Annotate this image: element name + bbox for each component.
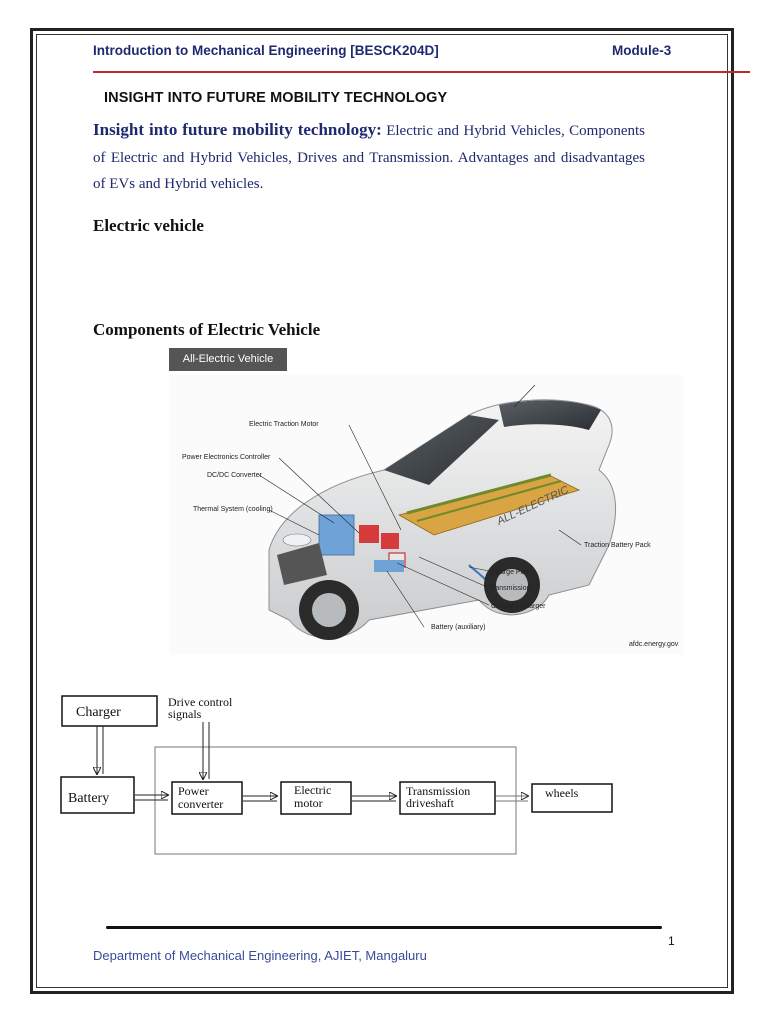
thermal-system xyxy=(318,514,355,556)
charger-label: Charger xyxy=(76,705,121,720)
section-title: INSIGHT INTO FUTURE MOBILITY TECHNOLOGY xyxy=(104,90,448,106)
power-electronics xyxy=(359,525,379,543)
ev-block-diagram: Charger Battery Drive control signals Po… xyxy=(60,695,613,855)
car-windshield xyxy=(384,415,499,485)
label-onboard-charger: Onboard Charger xyxy=(491,603,546,610)
electric-motor-line2: motor xyxy=(294,796,323,810)
car-figure-tag: All-Electric Vehicle xyxy=(169,348,287,371)
label-aux-battery: Battery (auxiliary) xyxy=(431,624,485,631)
header-module: Module-3 xyxy=(612,43,672,58)
battery-label: Battery xyxy=(68,791,109,806)
electric-motor-line1: Electric xyxy=(294,783,331,797)
label-battery-pack: Traction Battery Pack xyxy=(584,542,651,549)
page-number: 1 xyxy=(668,934,675,948)
header-course-title: Introduction to Mechanical Engineering [… xyxy=(93,43,439,58)
power-converter-block xyxy=(171,781,243,815)
label-thermal: Thermal System (cooling) xyxy=(193,506,273,513)
drive-control-line1: Drive control xyxy=(168,695,233,709)
transmission-line1: Transmission xyxy=(406,784,470,798)
dcdc-converter xyxy=(381,533,399,549)
figure-credit: afdc.energy.gov xyxy=(629,641,679,648)
heading-electric-vehicle: Electric vehicle xyxy=(93,216,204,235)
power-converter-line2: converter xyxy=(178,797,223,811)
footer-department: Department of Mechanical Engineering, AJ… xyxy=(93,948,427,963)
ev-components-illustration: ALL-ELECTRIC Electric Traction Motor Pow… xyxy=(169,375,684,655)
label-charge-port: Charge Port xyxy=(491,569,529,576)
transmission-line2: driveshaft xyxy=(406,796,455,810)
page-border-inner xyxy=(36,34,728,988)
label-traction-motor: Electric Traction Motor xyxy=(249,421,319,428)
intro-lead: Insight into future mobility technology: xyxy=(93,120,382,139)
aux-battery xyxy=(374,560,404,572)
car-rear-glass xyxy=(499,400,601,430)
intro-paragraph: Insight into future mobility technology:… xyxy=(93,117,645,198)
page-border-outer xyxy=(30,28,734,994)
wheels-block xyxy=(531,783,613,813)
battery-block xyxy=(60,776,135,814)
charger-block xyxy=(61,695,158,727)
label-power-electronics: Power Electronics Controller xyxy=(182,454,271,461)
label-transmission: Transmission xyxy=(489,585,530,592)
power-converter-line1: Power xyxy=(178,784,209,798)
electric-motor-block xyxy=(280,781,352,815)
footer-rule xyxy=(106,926,662,929)
heading-components: Components of Electric Vehicle xyxy=(93,320,321,339)
drive-control-line2: signals xyxy=(168,707,202,721)
wheels-label: wheels xyxy=(545,786,579,800)
transmission-block xyxy=(399,781,496,815)
label-dcdc: DC/DC Converter xyxy=(207,472,263,479)
intro-body: Electric and Hybrid Vehicles, Components… xyxy=(93,123,646,192)
header-rule xyxy=(93,71,750,73)
